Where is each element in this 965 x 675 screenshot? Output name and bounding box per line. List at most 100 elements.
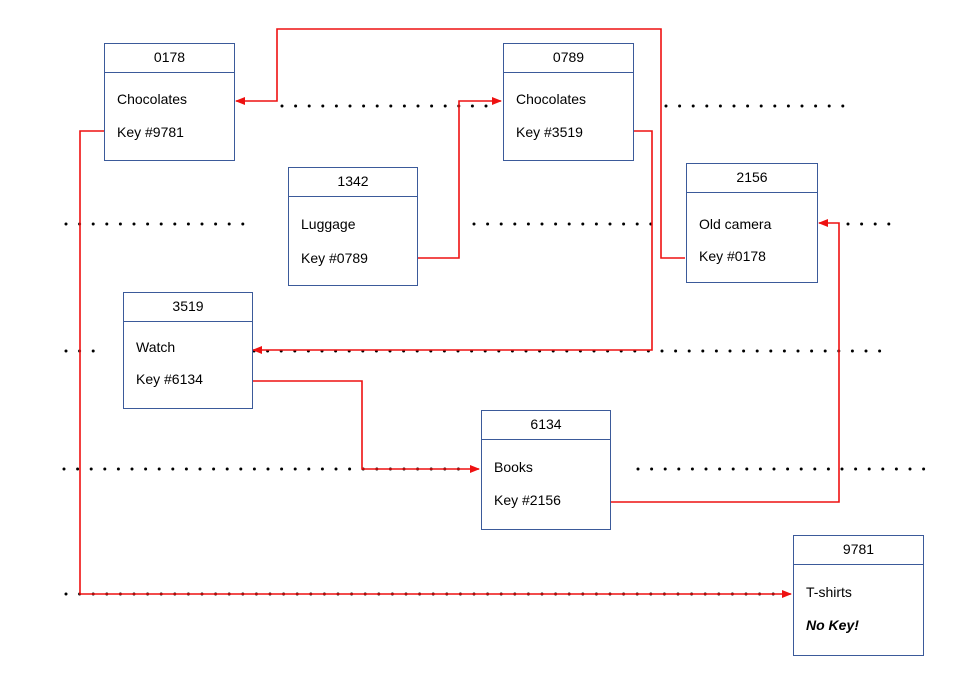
guide-dot xyxy=(64,349,68,353)
box-item: Old camera xyxy=(699,216,772,232)
guide-dot xyxy=(759,104,763,108)
guide-dot xyxy=(581,222,585,226)
box-id: 2156 xyxy=(687,164,817,193)
guide-dot xyxy=(214,222,218,226)
item-box-9781: 9781 T-shirts No Key! xyxy=(793,535,924,656)
guide-dot xyxy=(873,222,877,226)
guide-dot xyxy=(470,104,474,108)
box-key: Key #6134 xyxy=(136,371,203,387)
guide-dot xyxy=(389,104,393,108)
item-box-2156: 2156 Old camera Key #0178 xyxy=(686,163,818,283)
guide-dot xyxy=(664,104,668,108)
guide-dot xyxy=(663,467,667,471)
box-key: Key #0178 xyxy=(699,248,766,264)
guide-dot xyxy=(540,222,544,226)
guide-dot xyxy=(173,222,177,226)
box-item: Watch xyxy=(136,339,176,355)
guide-dot xyxy=(773,104,777,108)
guide-dot xyxy=(64,592,68,596)
guide-dot xyxy=(200,222,204,226)
guide-dot xyxy=(105,222,109,226)
guide-dot xyxy=(76,467,80,471)
guide-dot xyxy=(118,222,122,226)
guide-dot xyxy=(157,467,161,471)
guide-dot xyxy=(144,467,148,471)
guide-dot xyxy=(745,467,749,471)
guide-dot xyxy=(635,222,639,226)
guide-dot xyxy=(660,349,664,353)
guide-dot xyxy=(813,467,817,471)
box-key: Key #9781 xyxy=(117,124,184,140)
guide-dot xyxy=(198,467,202,471)
guide-dot xyxy=(280,467,284,471)
guide-dot xyxy=(799,467,803,471)
guide-dot xyxy=(293,467,297,471)
guide-dot xyxy=(62,467,66,471)
box-id: 1342 xyxy=(289,168,417,197)
guide-dot xyxy=(728,349,732,353)
guide-dot xyxy=(91,349,95,353)
guide-dot xyxy=(622,222,626,226)
guide-dot xyxy=(772,467,776,471)
guide-dot xyxy=(814,104,818,108)
guide-dot xyxy=(294,104,298,108)
guide-dot xyxy=(171,467,175,471)
guide-dot xyxy=(116,467,120,471)
guide-dot xyxy=(810,349,814,353)
guide-dot xyxy=(690,467,694,471)
guide-dot xyxy=(430,104,434,108)
guide-dot xyxy=(594,222,598,226)
guide-dot xyxy=(894,467,898,471)
guide-dot xyxy=(854,467,858,471)
guide-dot xyxy=(186,222,190,226)
guide-dot xyxy=(636,467,640,471)
guide-dot xyxy=(887,222,891,226)
guide-dot xyxy=(704,467,708,471)
guide-dot xyxy=(800,104,804,108)
guide-dot xyxy=(159,222,163,226)
guide-dot xyxy=(280,104,284,108)
guide-dot xyxy=(91,222,95,226)
guide-dot xyxy=(348,104,352,108)
box-item: T-shirts xyxy=(806,584,852,600)
guide-dot xyxy=(718,467,722,471)
guide-dot xyxy=(796,349,800,353)
guide-dot xyxy=(677,467,681,471)
guide-dot xyxy=(758,467,762,471)
guide-dot xyxy=(375,104,379,108)
guide-dot xyxy=(714,349,718,353)
guide-dot xyxy=(878,349,882,353)
link-2156-to-0178 xyxy=(235,28,685,259)
guide-dot xyxy=(732,104,736,108)
guide-dot xyxy=(241,222,245,226)
guide-dot xyxy=(691,104,695,108)
guide-dot xyxy=(840,467,844,471)
guide-dot xyxy=(486,222,490,226)
box-item: Chocolates xyxy=(516,91,587,107)
guide-dot xyxy=(227,222,231,226)
guide-dot xyxy=(252,467,256,471)
guide-dot xyxy=(860,222,864,226)
item-box-0178: 0178 Chocolates Key #9781 xyxy=(104,43,235,161)
guide-dot xyxy=(922,467,926,471)
guide-dot xyxy=(827,104,831,108)
guide-dot xyxy=(334,467,338,471)
guide-dot xyxy=(755,349,759,353)
box-key: Key #0789 xyxy=(301,250,368,266)
guide-dot xyxy=(674,349,678,353)
link-1342-to-0789 xyxy=(413,97,502,259)
guide-dot xyxy=(443,104,447,108)
guide-dot xyxy=(348,467,352,471)
guide-dot xyxy=(472,222,476,226)
guide-dot xyxy=(130,467,134,471)
guide-dot xyxy=(132,222,136,226)
guide-dot xyxy=(499,222,503,226)
box-key: Key #2156 xyxy=(494,492,561,508)
item-box-3519: 3519 Watch Key #6134 xyxy=(123,292,253,409)
guide-dot xyxy=(321,104,325,108)
box-key: Key #3519 xyxy=(516,124,583,140)
link-6134-to-2156 xyxy=(603,219,840,503)
guide-dot xyxy=(225,467,229,471)
guide-dot xyxy=(769,349,773,353)
guide-dot xyxy=(826,467,830,471)
